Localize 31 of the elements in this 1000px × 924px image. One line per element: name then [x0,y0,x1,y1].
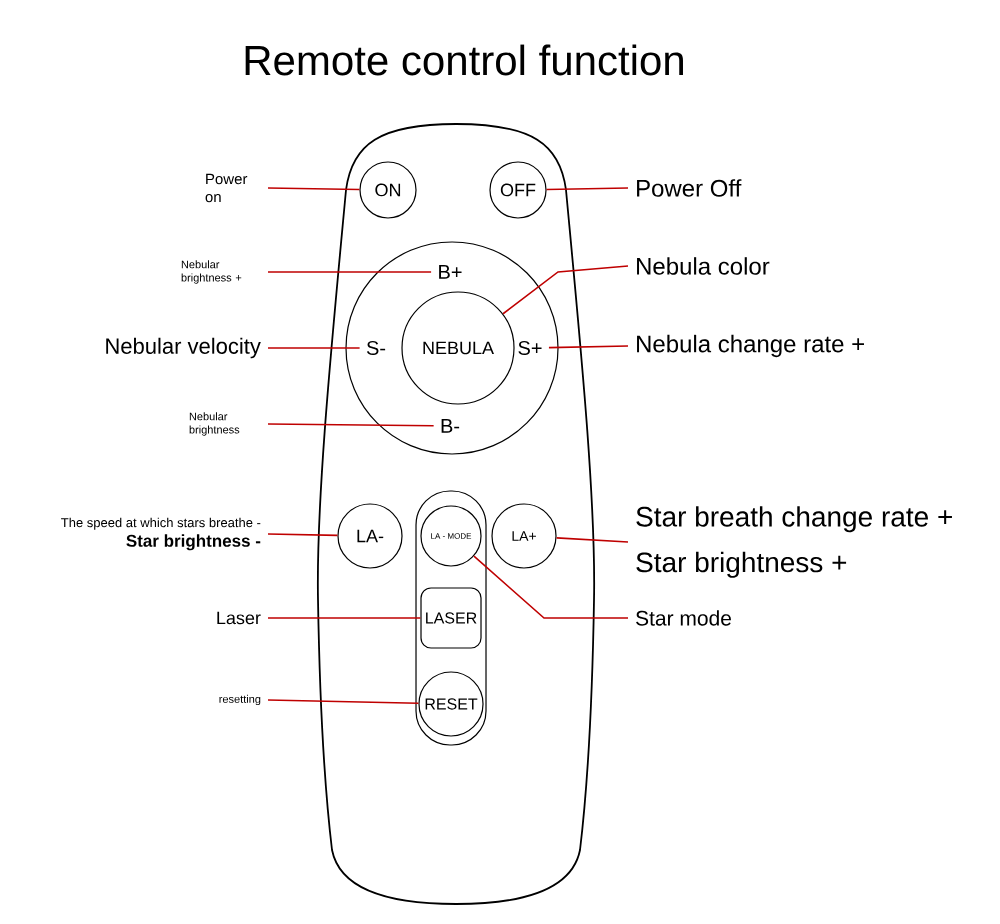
button-label: B- [441,419,460,433]
leader-line [545,187,629,191]
title: Remote control function [245,44,683,76]
leader-line [548,345,629,349]
callout-text: Nebular velocity [106,337,261,359]
round-button: RESET [418,671,484,737]
leader-line [267,617,422,619]
ring [345,241,559,455]
leader-line [267,347,361,349]
callout-text: Nebula color [637,257,770,275]
round-button: OFF [489,161,547,219]
button-label: S- [366,340,386,356]
callout-text: Star breath change rate + Star brightness + [636,506,952,578]
callout-text: Star mode [636,610,731,626]
callout-text: Nebula change rate + [637,334,864,358]
leader-line [267,423,435,427]
round-button: NEBULA [401,291,515,405]
callout-text: Power Off [637,179,742,197]
leader-line [267,699,420,705]
leader-line [267,533,339,537]
button-label: S+ [518,340,542,356]
round-button: LASER [420,587,482,649]
button-label: B+ [439,265,462,279]
round-button: ON [359,161,417,219]
leader-line [502,265,629,315]
button-group-outline [415,490,487,746]
leader-line [267,187,361,191]
leader-line [555,537,629,543]
callout-text: Laser [217,611,261,625]
round-button: LA- [337,503,403,569]
leader-line [267,271,432,273]
